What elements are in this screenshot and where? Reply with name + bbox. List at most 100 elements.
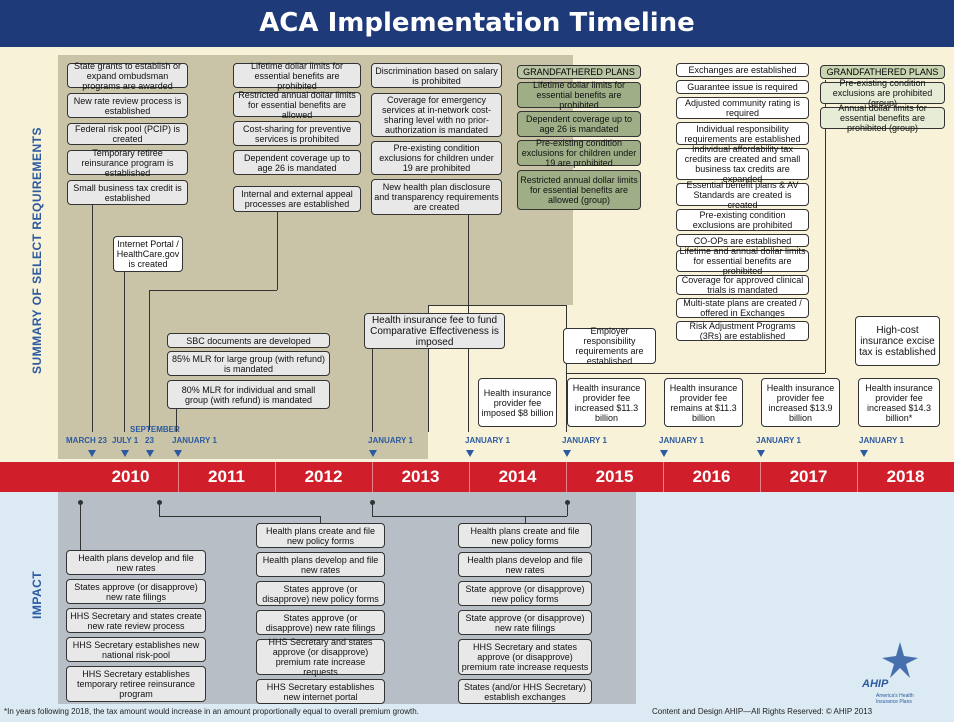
internet-portal-box: Internet Portal / HealthCare.gov is crea… (113, 236, 183, 272)
requirement-box: CO-OPs are established (676, 234, 809, 247)
requirement-box: Coverage for emergency services at in-ne… (371, 93, 502, 137)
requirement-box: Coverage for approved clinical trials is… (676, 275, 809, 295)
connector-line (428, 305, 429, 432)
mlr-small-group-box: 80% MLR for individual and small group (… (167, 380, 330, 409)
year-divider (275, 462, 276, 492)
sbc-box: SBC documents are developed (167, 333, 330, 348)
requirement-box: New health plan disclosure and transpare… (371, 179, 502, 215)
copyright: Content and Design AHIP—All Rights Reser… (652, 707, 873, 716)
date-marker-icon (757, 450, 765, 457)
provider-fee-box: Health insurance provider fee increased … (567, 378, 646, 427)
requirement-box: Cost-sharing for preventive services is … (233, 121, 361, 146)
date-marker-icon (174, 450, 182, 457)
connector-line (525, 516, 526, 523)
requirement-box: Individual responsibility requirements a… (676, 122, 809, 145)
year-label: 2014 (498, 467, 537, 486)
requirement-box: Pre-existing condition exclusions are pr… (676, 209, 809, 231)
impact-box: HHS Secretary establishes new internet p… (256, 679, 385, 704)
connector-line (277, 212, 278, 290)
year-divider (663, 462, 664, 492)
page-title: ACA Implementation Timeline (0, 0, 954, 47)
connector-line (149, 290, 277, 291)
provider-fee-box: Health insurance provider fee imposed $8… (478, 378, 557, 427)
footnote: *In years following 2018, the tax amount… (4, 707, 419, 716)
connector-line (159, 502, 160, 516)
date-sep-23: 23 (145, 436, 154, 445)
connector-line (825, 80, 826, 373)
requirement-box: Dependent coverage up to age 26 is manda… (233, 150, 361, 175)
date-september: SEPTEMBER (130, 425, 180, 434)
impact-box: Health plans develop and file new rates (458, 552, 592, 577)
year-divider (178, 462, 179, 492)
requirement-box: Federal risk pool (PCIP) is created (67, 123, 188, 145)
requirement-box: Adjusted community rating is required (676, 97, 809, 119)
impact-box: States approve (or disapprove) new rate … (66, 579, 206, 604)
impact-box: Health plans create and file new policy … (458, 523, 592, 548)
date-marker-icon (466, 450, 474, 457)
connector-line (149, 290, 150, 430)
date-marker-icon (860, 450, 868, 457)
year-divider (857, 462, 858, 492)
date-jan1-2016: JANUARY 1 (659, 436, 704, 445)
requirement-box: Small business tax credit is established (67, 180, 188, 205)
year-label: 2011 (208, 467, 245, 486)
connector-line (80, 502, 81, 550)
year-label: 2017 (789, 467, 828, 486)
year-bar: 2010 2011 2012 2013 2014 2015 2016 2017 … (0, 462, 954, 492)
excise-tax-box: High-cost insurance excise tax is establ… (855, 316, 940, 366)
impact-box: State approve (or disapprove) new rate f… (458, 610, 592, 635)
date-marker-icon (369, 450, 377, 457)
connector-line (566, 373, 825, 374)
year-divider (566, 462, 567, 492)
requirement-box: State grants to establish or expand ombu… (67, 61, 188, 91)
impact-box: Health plans develop and file new rates (256, 552, 385, 577)
requirement-box: Guarantee issue is required (676, 80, 809, 94)
grandfathered-box: Dependent coverage up to age 26 is manda… (517, 111, 641, 137)
requirement-box: New rate review process is established (67, 93, 188, 118)
requirement-box: Multi-state plans are created / offered … (676, 298, 809, 318)
impact-box: States (and/or HHS Secretary) establish … (458, 679, 592, 704)
requirement-box: Exchanges are established (676, 63, 809, 77)
connector-line (159, 516, 320, 517)
provider-fee-box: Health insurance provider fee remains at… (664, 378, 743, 427)
date-march-23: MARCH 23 (66, 436, 107, 445)
provider-fee-box: Health insurance provider fee increased … (858, 378, 940, 427)
grandfathered-header: GRANDFATHERED PLANS (517, 65, 641, 79)
year-divider (469, 462, 470, 492)
impact-box: HHS Secretary establishes new national r… (66, 637, 206, 662)
impact-box: HHS Secretary and states approve (or dis… (458, 639, 592, 675)
requirement-box: Temporary retiree reinsurance program is… (67, 148, 188, 178)
connector-line (372, 349, 373, 432)
date-jan1-2013: JANUARY 1 (368, 436, 413, 445)
year-label: 2012 (304, 467, 343, 486)
year-label: 2018 (886, 467, 925, 486)
grandfathered-box: Pre-existing condition exclusions for ch… (517, 138, 641, 168)
connector-line (176, 388, 177, 432)
grandfathered-box: Annual dollar limits for essential benef… (820, 103, 945, 133)
requirement-box: Pre-existing condition exclusions for ch… (371, 141, 502, 175)
date-marker-icon (563, 450, 571, 457)
impact-box: States approve (or disapprove) new polic… (256, 581, 385, 606)
employer-responsibility-box: Employer responsibility requirements are… (563, 326, 656, 366)
impact-box: Health plans create and file new policy … (256, 523, 385, 548)
date-jan1-2014: JANUARY 1 (465, 436, 510, 445)
requirement-box: Lifetime and annual dollar limits for es… (676, 246, 809, 276)
connector-line (567, 502, 568, 516)
impact-box: HHS Secretary and states create new rate… (66, 608, 206, 633)
connector-line (428, 305, 566, 306)
date-jan1-2018: JANUARY 1 (859, 436, 904, 445)
connector-line (372, 516, 567, 517)
date-marker-icon (88, 450, 96, 457)
ahip-logo: AHIP (862, 678, 889, 690)
ahip-tagline: America's Health Insurance Plans (876, 693, 914, 705)
grandfathered-box: Pre-existing condition exclusions are pr… (820, 78, 945, 108)
grandfathered-box: Lifetime dollar limits for essential ben… (517, 80, 641, 110)
provider-fee-box: Health insurance provider fee increased … (761, 378, 840, 427)
year-label: 2013 (401, 467, 440, 486)
requirement-box: Essential benefit plans & AV Standards a… (676, 180, 809, 210)
ahip-star-logo-icon (882, 642, 918, 678)
year-divider (372, 462, 373, 492)
requirement-box: Discrimination based on salary is prohib… (371, 63, 502, 88)
requirement-box: Lifetime dollar limits for essential ben… (233, 61, 361, 91)
impact-box: HHS Secretary and states approve (or dis… (256, 637, 385, 677)
